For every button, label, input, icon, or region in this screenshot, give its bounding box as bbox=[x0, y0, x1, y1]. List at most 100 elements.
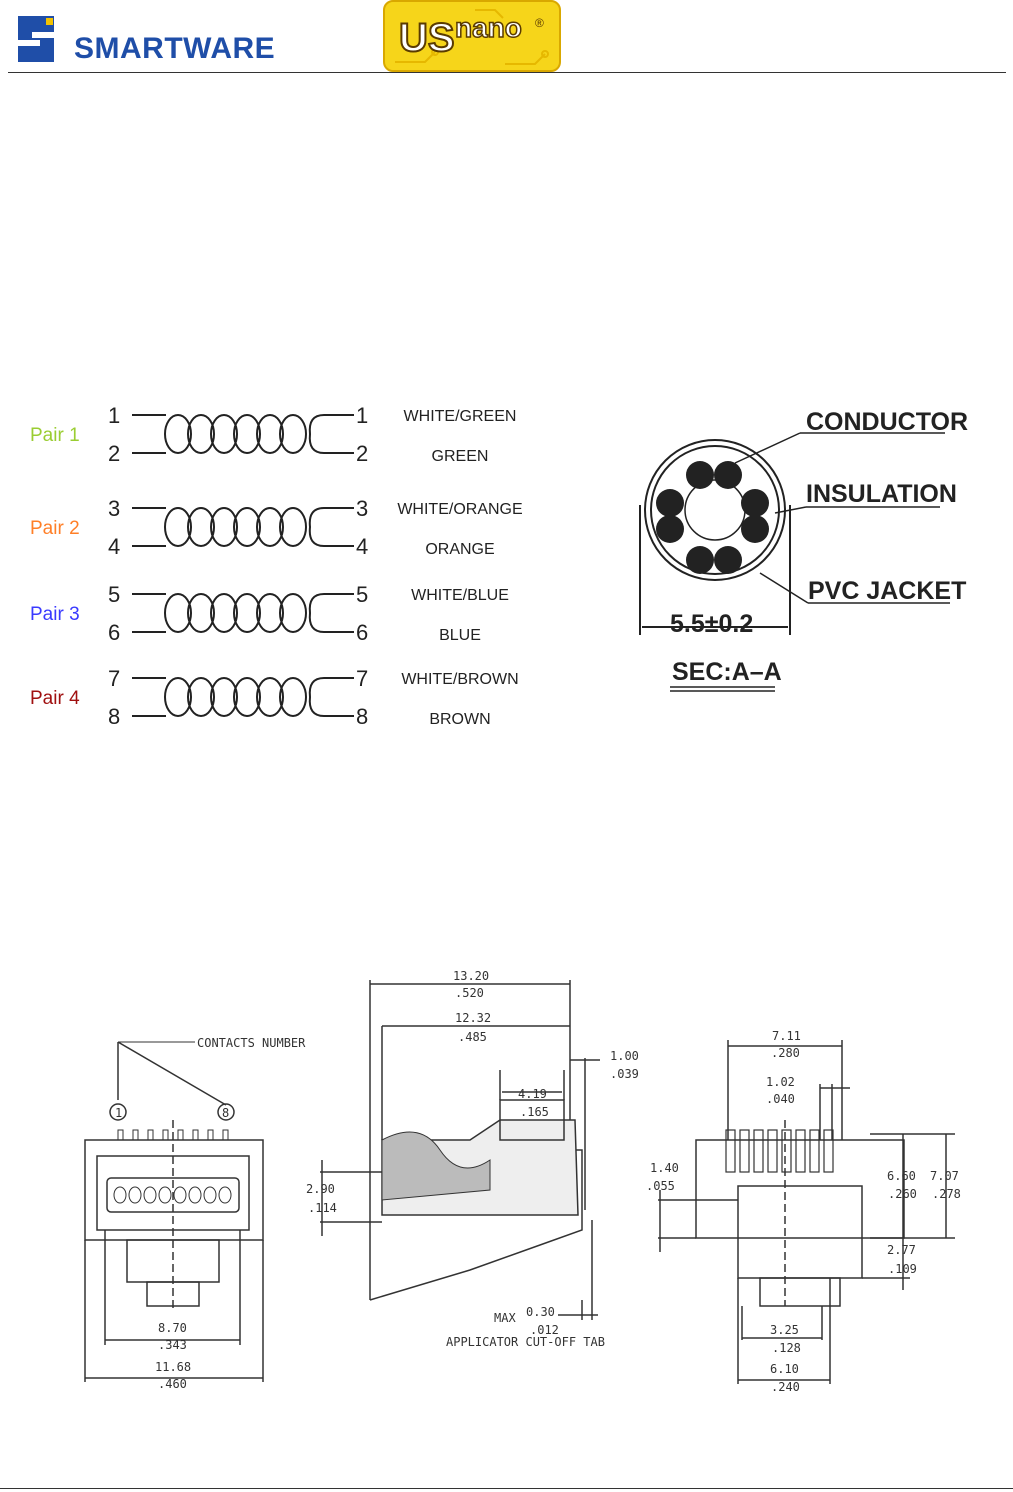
twist-end bbox=[308, 507, 325, 547]
rear-height1-in: .260 bbox=[888, 1187, 917, 1201]
side-tip-mm: 1.00 bbox=[610, 1049, 639, 1063]
twist-loop bbox=[164, 414, 192, 454]
front-contact-pin bbox=[222, 1129, 229, 1141]
side-contact-mm: 4.19 bbox=[518, 1087, 547, 1101]
front-contact-pin bbox=[192, 1129, 199, 1141]
twist-loop bbox=[256, 414, 284, 454]
usnano-logo-us: US bbox=[398, 15, 456, 61]
rear-width-in: .280 bbox=[771, 1046, 800, 1060]
pin-number-right: 1 bbox=[356, 403, 368, 428]
twist-loop bbox=[233, 593, 261, 633]
wire-color-label: BLUE bbox=[439, 627, 481, 644]
side-contact-in: .165 bbox=[520, 1105, 549, 1119]
twist-loop bbox=[210, 677, 238, 717]
rear-contact-pin bbox=[767, 1129, 778, 1173]
side-length2-mm: 12.32 bbox=[455, 1011, 491, 1025]
twist-loop bbox=[210, 593, 238, 633]
twist-loop bbox=[187, 677, 215, 717]
rear-pitch-in: .040 bbox=[766, 1092, 795, 1106]
twist-loop bbox=[233, 677, 261, 717]
front-total-mm: 11.68 bbox=[155, 1360, 191, 1374]
applicator-cutoff-label: APPLICATOR CUT-OFF TAB bbox=[446, 1335, 605, 1349]
rear-contacts bbox=[725, 1129, 834, 1173]
max-label: MAX bbox=[494, 1311, 516, 1325]
pair-label: Pair 4 bbox=[30, 688, 80, 709]
pin-number-right: 2 bbox=[356, 441, 368, 466]
twist-loop bbox=[279, 593, 307, 633]
front-contact-slot bbox=[188, 1186, 202, 1204]
front-width-mm: 8.70 bbox=[158, 1321, 187, 1335]
rear-view bbox=[658, 1040, 955, 1384]
conductor-pairs bbox=[656, 461, 769, 574]
rear-body-mm: 6.10 bbox=[770, 1362, 799, 1376]
twist-loop bbox=[164, 593, 192, 633]
pair-label: Pair 3 bbox=[30, 604, 80, 625]
rj45-connector-drawing: CONTACTS NUMBER 1 8 8.70 .343 11.68 .460 bbox=[84, 969, 961, 1394]
diameter-label: 5.5±0.2 bbox=[670, 610, 753, 638]
header-divider bbox=[8, 72, 1006, 73]
twist-loop bbox=[187, 593, 215, 633]
pin-number-left: 3 bbox=[108, 496, 120, 521]
front-view bbox=[84, 1041, 264, 1382]
twist-loop bbox=[256, 593, 284, 633]
pin-number-left: 5 bbox=[108, 582, 120, 607]
wire-color-label: WHITE/BROWN bbox=[401, 671, 518, 688]
pin-number-right: 7 bbox=[356, 666, 368, 691]
side-length-mm: 13.20 bbox=[453, 969, 489, 983]
rear-tab-mm: 3.25 bbox=[770, 1323, 799, 1337]
side-height-in: .114 bbox=[308, 1201, 337, 1215]
twist-loop bbox=[187, 507, 215, 547]
rear-contact-pin bbox=[809, 1129, 820, 1173]
rear-height2-mm: 7.07 bbox=[930, 1169, 959, 1183]
usnano-logo-nano: nano bbox=[454, 11, 522, 44]
front-total-in: .460 bbox=[158, 1377, 187, 1391]
twist-loop bbox=[256, 507, 284, 547]
pin-number-right: 8 bbox=[356, 704, 368, 729]
wire-color-label: WHITE/ORANGE bbox=[397, 501, 522, 518]
front-contact-slot bbox=[143, 1186, 157, 1204]
front-contact-pin bbox=[177, 1129, 184, 1141]
front-contact-pin bbox=[162, 1129, 169, 1141]
leader-lines bbox=[670, 432, 950, 692]
rear-pitch-mm: 1.02 bbox=[766, 1075, 795, 1089]
twist-loop bbox=[233, 414, 261, 454]
rear-width-mm: 7.11 bbox=[772, 1029, 801, 1043]
wire-color-label: BROWN bbox=[429, 711, 490, 728]
wire-color-label: WHITE/GREEN bbox=[404, 408, 517, 425]
pin-number-left: 4 bbox=[108, 534, 120, 559]
front-contact-slot bbox=[158, 1186, 172, 1204]
twist-loop bbox=[164, 507, 192, 547]
rear-body-in: .240 bbox=[771, 1380, 800, 1394]
cable-drawing bbox=[639, 439, 791, 635]
front-contact-slot bbox=[173, 1186, 187, 1204]
side-tip-in: .039 bbox=[610, 1067, 639, 1081]
pin-number-right: 4 bbox=[356, 534, 368, 559]
side-height-mm: 2.90 bbox=[306, 1182, 335, 1196]
twist-loop bbox=[164, 677, 192, 717]
rear-left-in: .055 bbox=[646, 1179, 675, 1193]
front-contact-pin bbox=[147, 1129, 154, 1141]
max-in: .012 bbox=[530, 1323, 559, 1337]
front-contact-pin bbox=[132, 1129, 139, 1141]
twist-loop bbox=[256, 677, 284, 717]
twist-loop bbox=[233, 507, 261, 547]
pin-number-right: 5 bbox=[356, 582, 368, 607]
pvc-jacket-label: PVC JACKET bbox=[808, 577, 966, 605]
side-length-in: .520 bbox=[455, 986, 484, 1000]
circuit-pattern-icon bbox=[395, 9, 549, 65]
twist-loop bbox=[210, 414, 238, 454]
twist-loop bbox=[279, 414, 307, 454]
front-contact-pin bbox=[117, 1129, 124, 1141]
pin-number-left: 6 bbox=[108, 620, 120, 645]
footer-divider bbox=[0, 1488, 1013, 1489]
usnano-logo: US nano ® bbox=[383, 0, 561, 72]
front-contact-pin bbox=[207, 1129, 214, 1141]
pin-number-right: 3 bbox=[356, 496, 368, 521]
cable-cross-section: CONDUCTOR INSULATION PVC JACKET 5.5±0.2 … bbox=[639, 408, 968, 692]
side-length2-in: .485 bbox=[458, 1030, 487, 1044]
rear-height3-mm: 2.77 bbox=[887, 1243, 916, 1257]
side-view bbox=[320, 980, 600, 1320]
